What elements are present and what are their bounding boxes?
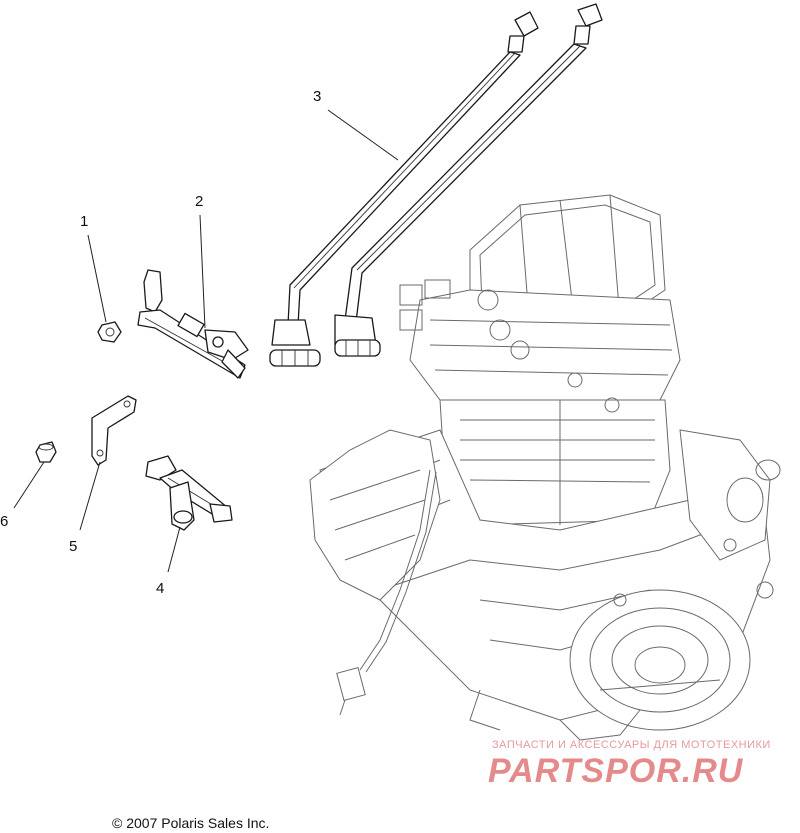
part-3-fuel-lines xyxy=(269,3,603,367)
callout-3: 3 xyxy=(313,88,321,105)
part-1-nut xyxy=(97,321,122,343)
part-4-injector-assembly xyxy=(145,455,233,531)
callout-2: 2 xyxy=(195,193,203,210)
callouts: 1 2 3 4 5 6 xyxy=(0,88,321,597)
engine-assembly xyxy=(309,194,781,741)
part-2-fuel-rail xyxy=(137,269,249,379)
copyright-notice: © 2007 Polaris Sales Inc. xyxy=(112,815,270,831)
watermark-tagline: ЗАПЧАСТИ И АКСЕССУАРЫ ДЛЯ МОТОТЕХНИКИ xyxy=(492,739,771,751)
callout-4: 4 xyxy=(156,580,164,597)
watermark-logo: PARTSPOR.RU xyxy=(488,752,744,790)
callout-5: 5 xyxy=(69,538,77,555)
callout-1: 1 xyxy=(80,213,88,230)
callout-6: 6 xyxy=(0,513,8,530)
leader-lines xyxy=(13,109,399,573)
part-5-bracket xyxy=(91,395,137,466)
part-6-bolt xyxy=(35,441,57,463)
